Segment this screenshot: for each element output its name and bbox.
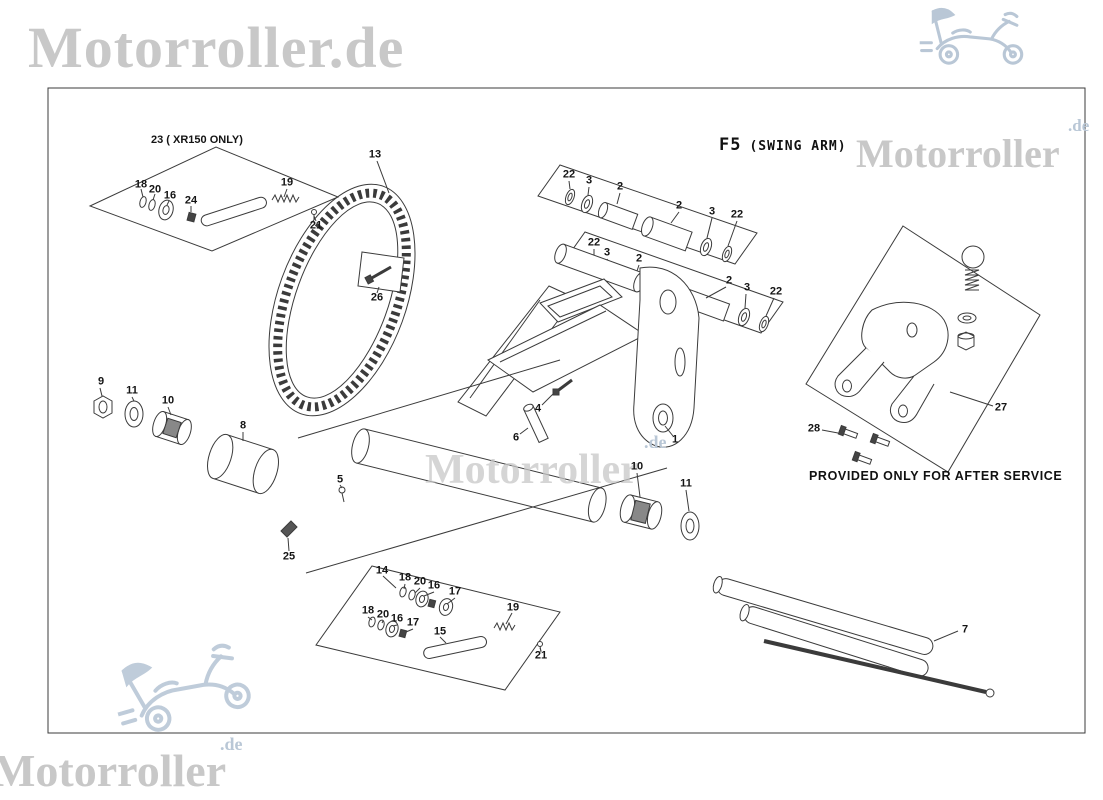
inset-after-service (805, 225, 1041, 473)
diagram-name: (SWING ARM) (749, 139, 847, 154)
inset-chain-adjuster-bottom (315, 565, 561, 691)
pivot-hardware-row-1 (537, 164, 758, 265)
swing-arm-body (457, 243, 700, 448)
diagram-code: F5 (719, 135, 742, 155)
inset-chain-adjuster-top (88, 146, 340, 252)
axle-parts-left (93, 387, 346, 552)
drive-chain (268, 160, 416, 417)
pivot-tube (297, 359, 668, 574)
after-service-note: PROVIDED ONLY FOR AFTER SERVICE (809, 469, 1063, 483)
bolt-detail-box (357, 251, 405, 294)
chain-guard-rails (712, 575, 995, 698)
inset-variant-label: 23 ( XR150 ONLY) (151, 134, 243, 146)
diagram-title: F5 (SWING ARM) (719, 135, 847, 155)
diagram-border (47, 87, 1086, 734)
axle-parts-right (619, 472, 700, 541)
